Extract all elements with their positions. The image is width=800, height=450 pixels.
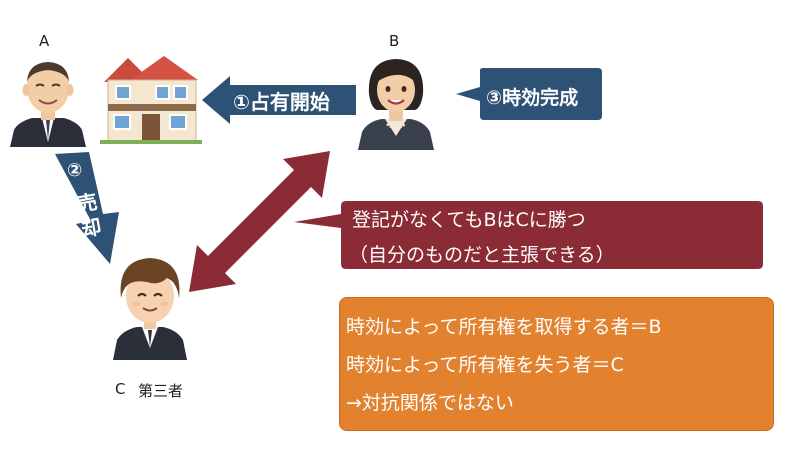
person-a-label: A: [39, 32, 50, 50]
person-c-role: 第三者: [138, 382, 184, 400]
prescription-callout-label: ③時効完成: [486, 87, 579, 109]
person-c-illustration: [113, 258, 187, 360]
person-b-illustration: [358, 59, 434, 150]
result-callout: [294, 201, 763, 269]
sale-arrow: [55, 152, 119, 264]
result-callout-line-2: （自分のものだと主張できる）: [349, 244, 615, 266]
possession-arrow: [202, 76, 356, 124]
result-callout-line-1: 登記がなくてもBはCに勝つ: [352, 209, 586, 231]
person-c-label: C: [115, 380, 126, 398]
sale-arrow-number: ②: [67, 160, 83, 181]
prescription-callout: [456, 68, 602, 120]
person-b-label: B: [389, 32, 400, 50]
summary-box: 時効によって所有権を取得する者＝B 時効によって所有権を失う者＝C →対抗関係で…: [339, 297, 774, 431]
summary-line-3: →対抗関係ではない: [346, 392, 514, 414]
person-a-illustration: [10, 62, 86, 147]
contest-double-arrow: [189, 151, 330, 292]
possession-arrow-label: ①占有開始: [233, 90, 330, 114]
summary-line-1: 時効によって所有権を取得する者＝B: [346, 316, 662, 338]
summary-line-2: 時効によって所有権を失う者＝C: [346, 354, 624, 376]
house-illustration: [100, 56, 202, 144]
